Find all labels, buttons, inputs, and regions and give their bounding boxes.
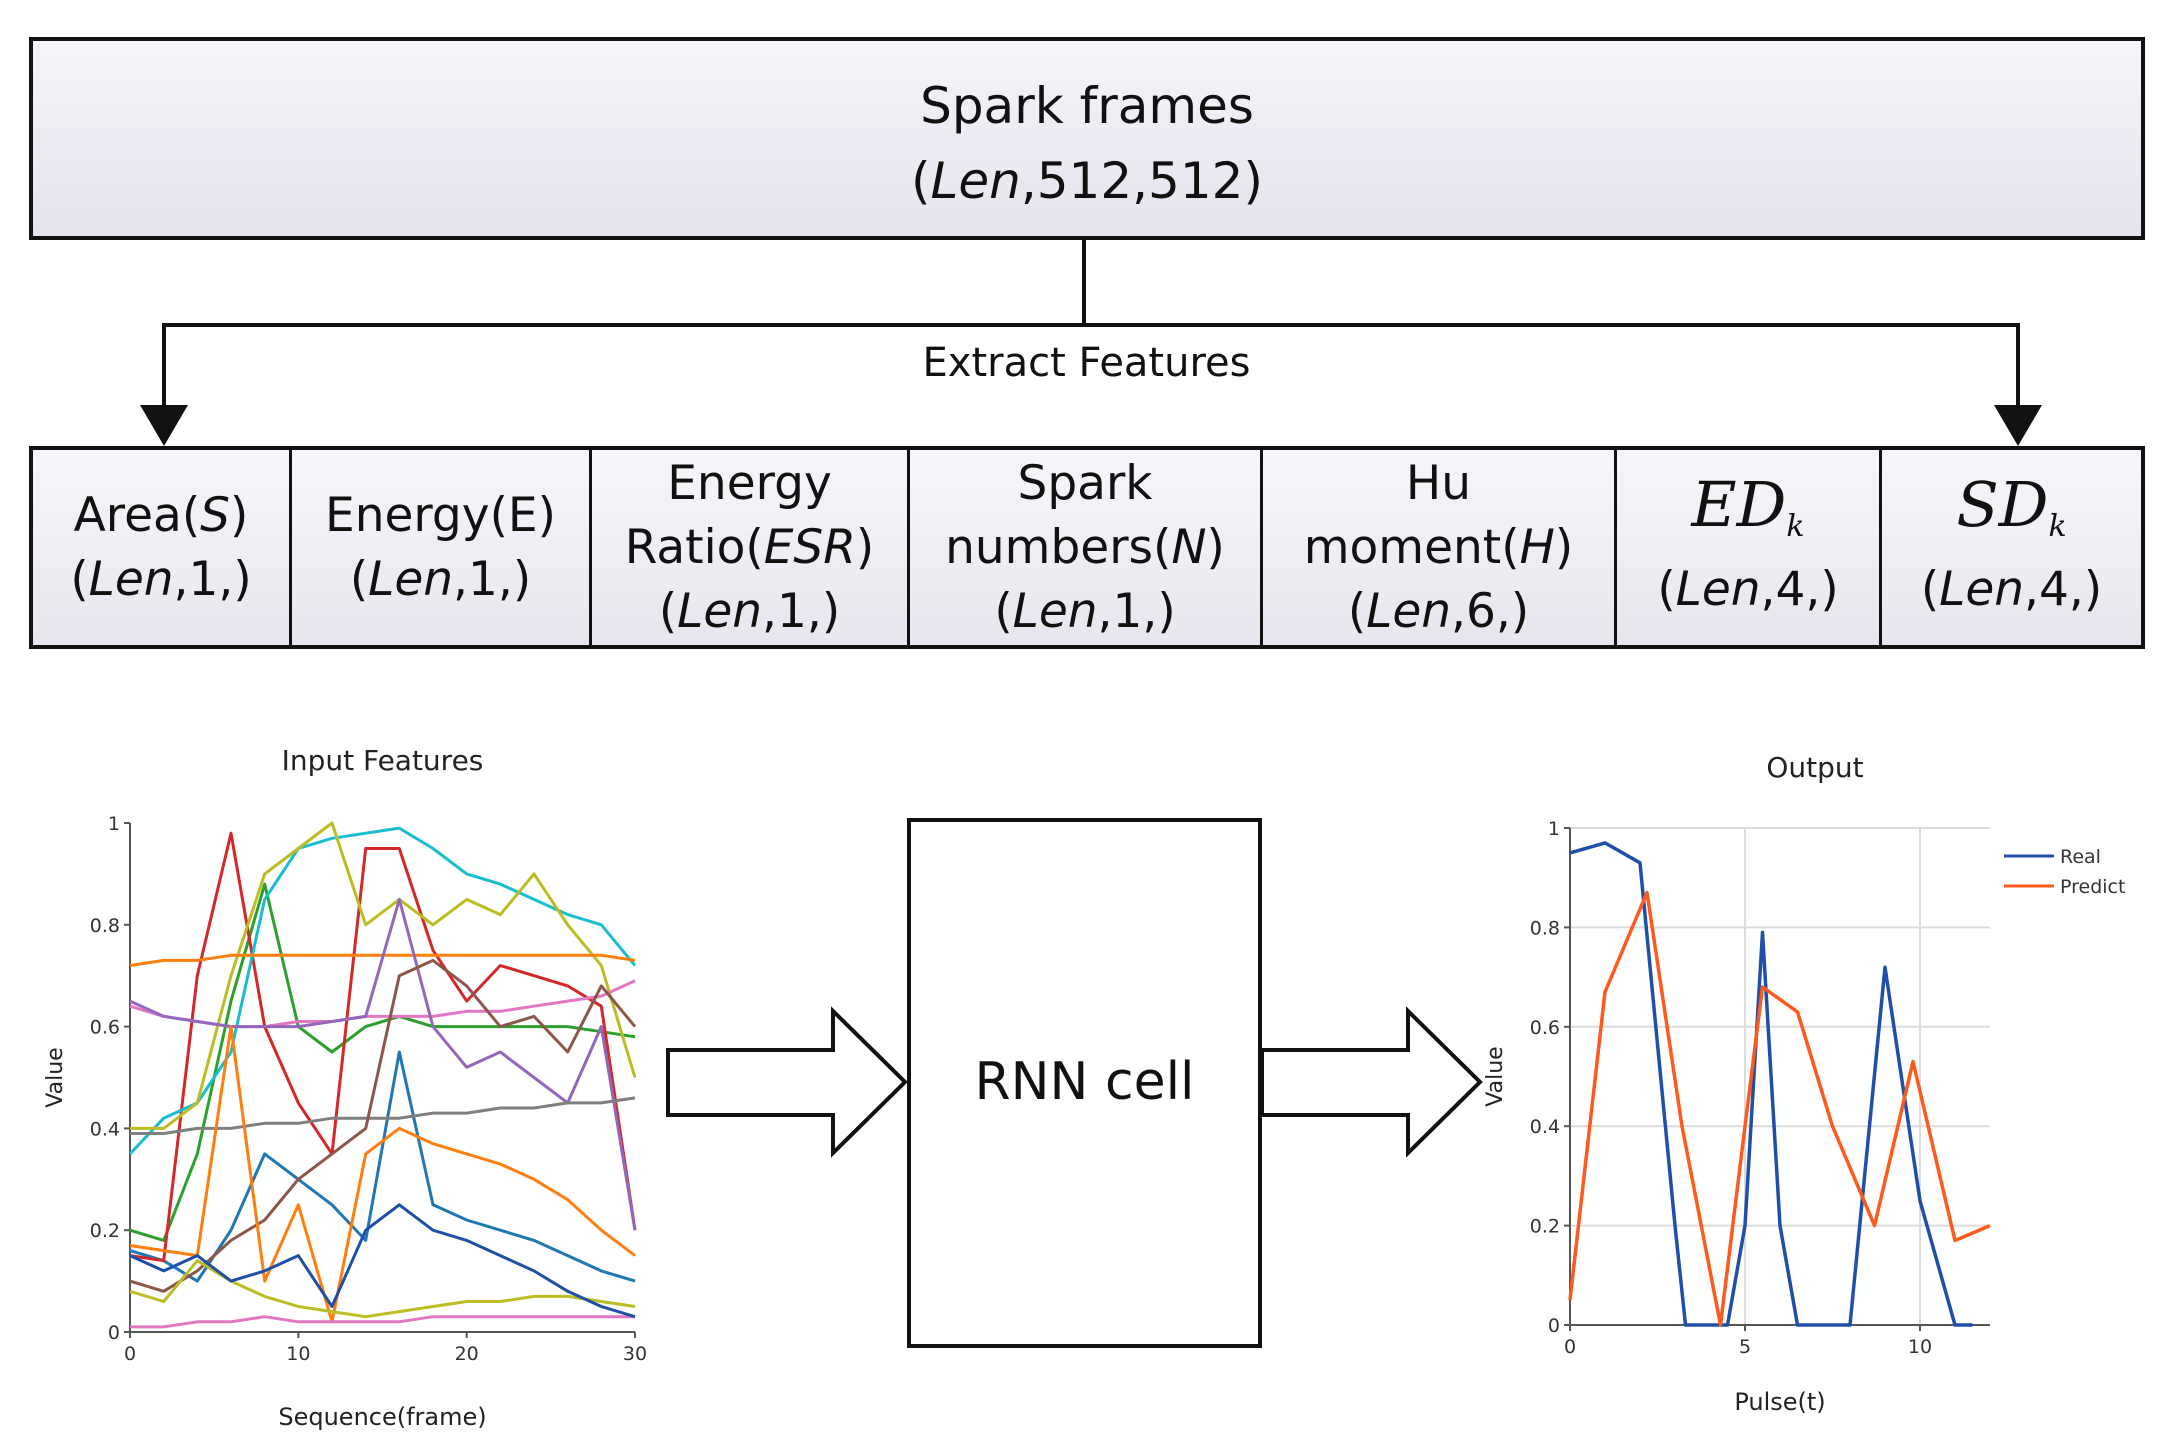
feature-row: Area(S) (Len,1,) Energy(E) (Len,1,) Ener…: [29, 446, 2145, 649]
series-line-real: [1569, 841, 1973, 1327]
y-tick-label: 0.2: [1530, 1216, 1560, 1238]
y-tick-label: 1: [1548, 818, 1560, 840]
feature-ed-k: EDk (Len,4,): [1617, 450, 1882, 645]
x-tick-label: 0: [1564, 1336, 1576, 1358]
spark-frames-shape: (Len,512,512): [911, 152, 1263, 210]
x-tick-label: 20: [455, 1343, 479, 1365]
y-axis-label: Value: [43, 1047, 68, 1107]
feature-sd-k: SDk (Len,4,): [1882, 450, 2141, 645]
series-line-13: [129, 1203, 636, 1319]
y-tick-label: 0.4: [1530, 1116, 1560, 1138]
series-line-3: [128, 826, 637, 1155]
series-line-9: [129, 958, 637, 1293]
series-line-8: [130, 1096, 636, 1135]
x-tick-label: 10: [286, 1343, 310, 1365]
extract-connector: [140, 240, 2042, 446]
series-line-12: [130, 1315, 635, 1329]
y-tick-label: 0.6: [1530, 1017, 1560, 1039]
series-line-predict: [1568, 890, 1991, 1327]
flow-arrows: [666, 1006, 1483, 1158]
y-tick-label: 0.8: [1530, 917, 1560, 939]
spark-frames-title: Spark frames: [920, 77, 1254, 135]
series-line-11: [129, 1259, 636, 1319]
legend-label-predict: Predict: [2060, 876, 2125, 898]
extract-features-label: Extract Features: [922, 340, 1251, 386]
y-tick-label: 0: [1548, 1315, 1560, 1337]
rnn-cell-label: RNN cell: [974, 1052, 1195, 1112]
series-line-2: [129, 831, 637, 1263]
feature-energy-ratio: Energy Ratio(ESR) (Len,1,): [592, 450, 910, 645]
y-tick-label: 0.4: [90, 1118, 120, 1140]
spark-frames-box: Spark frames (Len,512,512): [29, 37, 2145, 240]
chart-title: Input Features: [282, 744, 484, 777]
feature-hu-moment: Hu moment(H) (Len,6,): [1263, 450, 1617, 645]
y-tick-label: 1: [108, 813, 120, 835]
arrow-left-head: [140, 405, 188, 446]
x-tick-label: 5: [1739, 1336, 1751, 1358]
y-tick-label: 0: [108, 1322, 120, 1344]
arrow-right-head: [1994, 405, 2042, 446]
x-axis-label: Sequence(frame): [278, 1403, 486, 1431]
x-axis-label: Pulse(t): [1734, 1388, 1825, 1416]
series-line-7: [129, 897, 637, 1231]
feature-energy: Energy(E) (Len,1,): [292, 450, 592, 645]
y-axis-label: Value: [1483, 1046, 1508, 1106]
series-line-4: [130, 821, 637, 1130]
feature-spark-numbers: Spark numbers(N) (Len,1,): [910, 450, 1263, 645]
y-tick-label: 0.2: [90, 1220, 120, 1242]
series-line-10: [129, 1025, 636, 1324]
x-tick-label: 0: [124, 1343, 136, 1365]
rnn-cell-box: RNN cell: [907, 818, 1262, 1348]
x-tick-label: 10: [1908, 1336, 1932, 1358]
y-tick-label: 0.8: [90, 915, 120, 937]
arrow-to-output: [1260, 1006, 1483, 1158]
feature-area: Area(S) (Len,1,): [33, 450, 292, 645]
legend-label-real: Real: [2060, 846, 2101, 868]
y-tick-label: 0.6: [90, 1017, 120, 1039]
chart-title: Output: [1766, 751, 1863, 784]
x-tick-label: 30: [623, 1343, 647, 1365]
arrow-to-rnn: [666, 1006, 908, 1158]
